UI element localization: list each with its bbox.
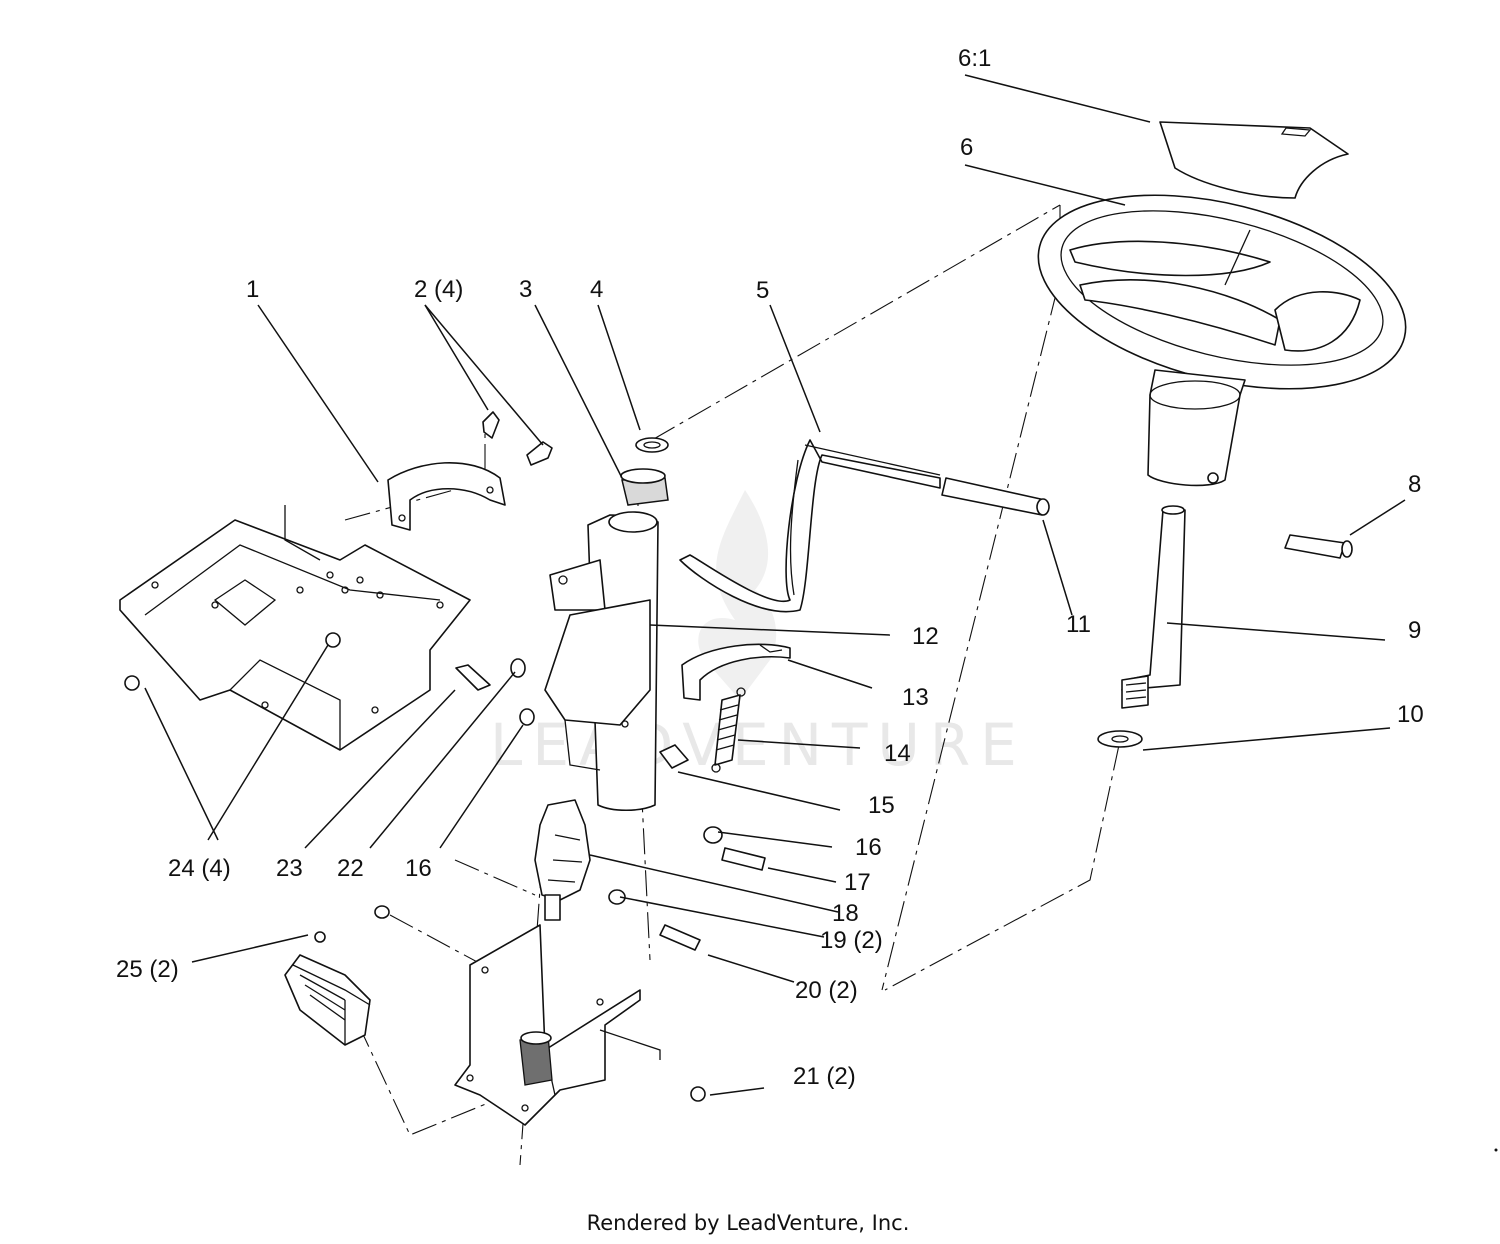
credit-text: Rendered by LeadVenture, Inc. <box>587 1211 910 1235</box>
brake-bracket <box>387 462 506 531</box>
steering-shaft-9 <box>1121 505 1186 709</box>
callout-17: 17 <box>844 869 871 896</box>
callout-labels: 6:1 6 1 2 (4) 3 4 5 8 9 10 11 12 13 14 1… <box>116 45 1424 1090</box>
callout-13: 13 <box>902 684 929 711</box>
leader-lines <box>144 74 1406 1096</box>
insert-6-1 <box>1159 121 1349 199</box>
hardware-16-22-23 <box>455 658 766 871</box>
callout-14: 14 <box>884 740 911 767</box>
callout-10: 10 <box>1397 701 1424 728</box>
callout-8: 8 <box>1408 471 1421 498</box>
callout-9: 9 <box>1408 617 1421 644</box>
callout-16-left: 16 <box>405 855 432 882</box>
washer-10 <box>1097 730 1143 748</box>
steering-wheel-6 <box>1037 194 1407 487</box>
washer-4 <box>635 437 669 453</box>
lower-bracket <box>374 905 706 1126</box>
callout-25: 25 (2) <box>116 956 179 983</box>
callout-6-1: 6:1 <box>958 45 991 72</box>
steering-column-12 <box>544 511 659 812</box>
universal-joint-18 <box>534 799 591 921</box>
callout-21: 21 (2) <box>793 1063 856 1090</box>
callout-16-right: 16 <box>855 834 882 861</box>
callout-4: 4 <box>590 276 603 303</box>
callout-23: 23 <box>276 855 303 882</box>
edge-mark <box>1494 1148 1498 1152</box>
callout-6: 6 <box>960 134 973 161</box>
callout-1: 1 <box>246 276 259 303</box>
callout-5: 5 <box>756 277 769 304</box>
callout-2: 2 (4) <box>414 276 463 303</box>
callout-22: 22 <box>337 855 364 882</box>
mounting-plate <box>119 505 471 751</box>
bolts-2 <box>482 411 553 466</box>
callout-20: 20 (2) <box>795 977 858 1004</box>
watermark-text: LEADVENTURE <box>490 711 1027 779</box>
handle-grip-11 <box>941 477 1050 516</box>
callout-18: 18 <box>832 900 859 927</box>
callout-11: 11 <box>1066 611 1091 638</box>
assembly-lines <box>329 204 1120 1166</box>
callout-15: 15 <box>868 792 895 819</box>
callout-24: 24 (4) <box>168 855 231 882</box>
spacer-15 <box>659 744 689 769</box>
brake-rod-5 <box>679 439 941 613</box>
callout-19: 19 (2) <box>820 927 883 954</box>
bracket-13 <box>681 643 791 701</box>
pedal-25 <box>284 931 371 1046</box>
bushing-3 <box>620 468 669 506</box>
spring-14 <box>711 687 746 773</box>
pin-8 <box>1284 534 1353 559</box>
callout-12: 12 <box>912 623 939 650</box>
hardware-19-20 <box>608 889 701 951</box>
callout-3: 3 <box>519 276 532 303</box>
